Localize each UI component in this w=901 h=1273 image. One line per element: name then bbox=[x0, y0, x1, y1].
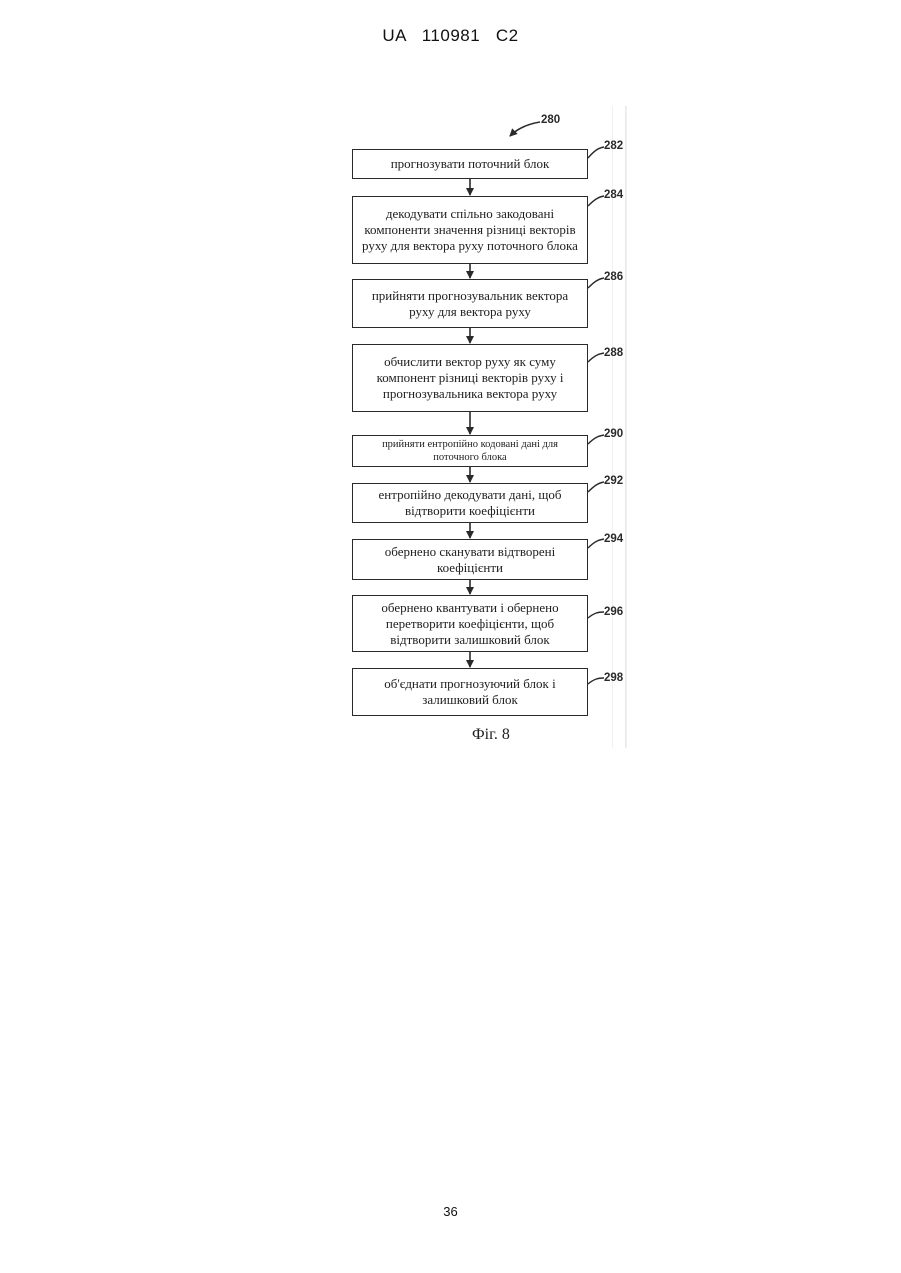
flow-step-290: прийняти ентропійно кодовані дані для по… bbox=[352, 435, 588, 467]
ref-number-292: 292 bbox=[604, 475, 623, 487]
ref-number-280: 280 bbox=[541, 114, 560, 126]
leader-294 bbox=[588, 539, 604, 548]
leader-286 bbox=[588, 278, 604, 288]
ref-280-arrow bbox=[510, 122, 540, 136]
leader-284 bbox=[588, 196, 604, 206]
flow-step-294: обернено сканувати відтворені коефіцієнт… bbox=[352, 539, 588, 580]
flow-step-292: ентропійно декодувати дані, щоб відтвори… bbox=[352, 483, 588, 523]
ref-number-282: 282 bbox=[604, 140, 623, 152]
figure-caption: Фіг. 8 bbox=[472, 726, 510, 744]
ref-number-296: 296 bbox=[604, 606, 623, 618]
leader-282 bbox=[588, 147, 604, 158]
ref-number-284: 284 bbox=[604, 189, 623, 201]
flow-step-282: прогнозувати поточний блок bbox=[352, 149, 588, 179]
flow-step-284: декодувати спільно закодовані компоненти… bbox=[352, 196, 588, 264]
flow-step-288: обчислити вектор руху як суму компонент … bbox=[352, 344, 588, 412]
page-number: 36 bbox=[0, 1204, 901, 1219]
leader-288 bbox=[588, 353, 604, 362]
ref-number-286: 286 bbox=[604, 271, 623, 283]
flow-step-286: прийняти прогнозувальник вектора руху дл… bbox=[352, 279, 588, 328]
leader-290 bbox=[588, 435, 604, 444]
ref-number-294: 294 bbox=[604, 533, 623, 545]
ref-number-290: 290 bbox=[604, 428, 623, 440]
leader-296 bbox=[588, 612, 604, 618]
flow-step-296: обернено квантувати і обернено перетвори… bbox=[352, 595, 588, 652]
flow-step-298: об'єднати прогнозуючий блок і залишковий… bbox=[352, 668, 588, 716]
ref-number-298: 298 bbox=[604, 672, 623, 684]
leader-292 bbox=[588, 482, 604, 492]
leader-298 bbox=[588, 678, 604, 684]
ref-number-288: 288 bbox=[604, 347, 623, 359]
